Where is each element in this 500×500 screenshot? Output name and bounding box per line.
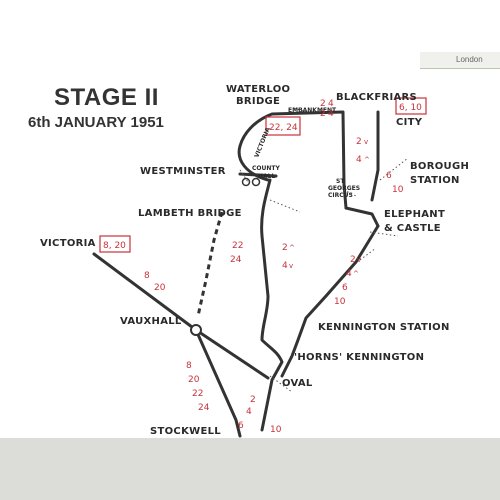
map-date: 6th JANUARY 1951	[28, 114, 164, 131]
st-georges-leader	[339, 187, 357, 197]
route-lambeth-22: 22	[232, 241, 243, 251]
route-elephant-10: 10	[334, 297, 346, 307]
oval-leader	[269, 375, 293, 393]
route-oval-6: 6	[238, 421, 244, 431]
route-box-victoria-embankment-text: 22, 24	[269, 123, 298, 133]
route-borough-10: 10	[392, 185, 404, 195]
arrow-city-down: v	[364, 138, 368, 146]
label-county-hall: HALL	[258, 173, 275, 180]
label-kennington-station: KENNINGTON STATION	[318, 322, 450, 333]
route-embankment-2b: 2	[320, 109, 326, 119]
label-waterloo-bridge: BRIDGE	[236, 96, 280, 107]
county-hall-leader	[269, 199, 301, 213]
route-vauxhall-24: 24	[198, 403, 210, 413]
label-borough: BOROUGH	[410, 161, 469, 172]
route-embankment-2: 2	[320, 99, 326, 109]
route-embankment-4b: 4	[328, 109, 334, 119]
arrow-kennington-up: ^	[289, 244, 295, 252]
route-city-4: 4	[356, 155, 362, 165]
route-elephant-6: 6	[342, 283, 348, 293]
label-georges: GEORGES	[328, 185, 360, 192]
route-vauxhall-8: 8	[186, 361, 192, 371]
label-lambeth-bridge: LAMBETH BRIDGE	[138, 208, 242, 219]
westminster-bridge-road	[238, 172, 278, 178]
arrow-elephant-up: ^	[353, 270, 359, 278]
elephant-junction	[344, 206, 380, 228]
route-elephant-2: 2	[350, 255, 356, 265]
map-title: STAGE II	[54, 84, 159, 111]
route-city-2: 2	[356, 137, 362, 147]
corner-strip: London	[420, 52, 500, 69]
westminster-leader	[239, 169, 249, 183]
route-victoria-20: 20	[154, 283, 166, 293]
label-city: CITY	[396, 117, 423, 128]
kennington-road	[260, 178, 284, 432]
county-hall-marker-right	[251, 177, 261, 187]
label-victoria: VICTORIA	[40, 238, 96, 249]
label-embankment: EMBANKMENT	[288, 107, 337, 114]
label-victoria-embankment: VICTORIA	[253, 126, 272, 159]
route-oval-10: 10	[270, 425, 282, 435]
kennington-park-road	[280, 224, 380, 378]
embankment-loop	[237, 110, 348, 210]
label-westminster: WESTMINSTER	[140, 166, 226, 177]
label-stockwell: STOCKWELL	[150, 426, 221, 437]
route-elephant-4: 4	[346, 269, 352, 279]
route-kennington-road-4: 4	[282, 261, 288, 271]
label-elephant-castle: & CASTLE	[384, 223, 441, 234]
route-vauxhall-20: 20	[188, 375, 200, 385]
leader-lines	[239, 107, 409, 393]
arrow-kennington-down: v	[289, 262, 293, 270]
label-borough-station: STATION	[410, 175, 460, 186]
elephant-leader-lower	[359, 247, 377, 261]
lambeth-dashed-road	[196, 211, 224, 317]
corner-text: London	[456, 55, 483, 64]
arrow-elephant-down: v	[357, 256, 361, 264]
route-kennington-road-2: 2	[282, 243, 288, 253]
road-network	[92, 110, 380, 438]
vauxhall-oval-road	[194, 328, 270, 380]
elephant-leader	[369, 231, 399, 237]
label-horns-kennington: 'HORNS' KENNINGTON	[294, 352, 424, 363]
route-borough-6: 6	[386, 171, 392, 181]
borough-leader	[379, 157, 409, 181]
label-vauxhall: VAUXHALL	[120, 316, 182, 327]
label-oval: OVAL	[282, 378, 313, 389]
vauxhall-marker	[190, 324, 202, 336]
route-victoria-8: 8	[144, 271, 150, 281]
route-box-victoria-embankment	[265, 116, 301, 136]
route-lambeth-24: 24	[230, 255, 242, 265]
arrow-city-up: ^	[364, 156, 370, 164]
borough-road	[370, 110, 380, 202]
label-st: ST	[336, 178, 345, 185]
route-box-victoria	[99, 235, 131, 253]
route-box-city	[395, 97, 427, 115]
route-oval-2: 2	[250, 395, 256, 405]
vauxhall-road	[194, 328, 242, 438]
victoria-vauxhall-road	[92, 252, 198, 332]
label-elephant: ELEPHANT	[384, 209, 445, 220]
route-embankment-4: 4	[328, 99, 334, 109]
route-box-city-text: 6, 10	[399, 103, 422, 113]
route-numbers: 2 4 2 4 2 4 6 10 22 24 2 4 2 4 6 10 8 20…	[144, 99, 404, 435]
background-surface	[0, 438, 500, 500]
label-blackfriars: BLACKFRIARS	[336, 92, 417, 103]
route-oval-4: 4	[246, 407, 252, 417]
label-waterloo: WATERLOO	[226, 84, 290, 95]
route-vauxhall-22: 22	[192, 389, 203, 399]
route-box-victoria-text: 8, 20	[103, 241, 126, 251]
label-county: COUNTY	[252, 165, 280, 172]
county-hall-marker-left	[241, 177, 251, 187]
label-circus: CIRCUS	[328, 192, 353, 199]
direction-arrows: v ^ ^ v v ^	[289, 138, 370, 278]
